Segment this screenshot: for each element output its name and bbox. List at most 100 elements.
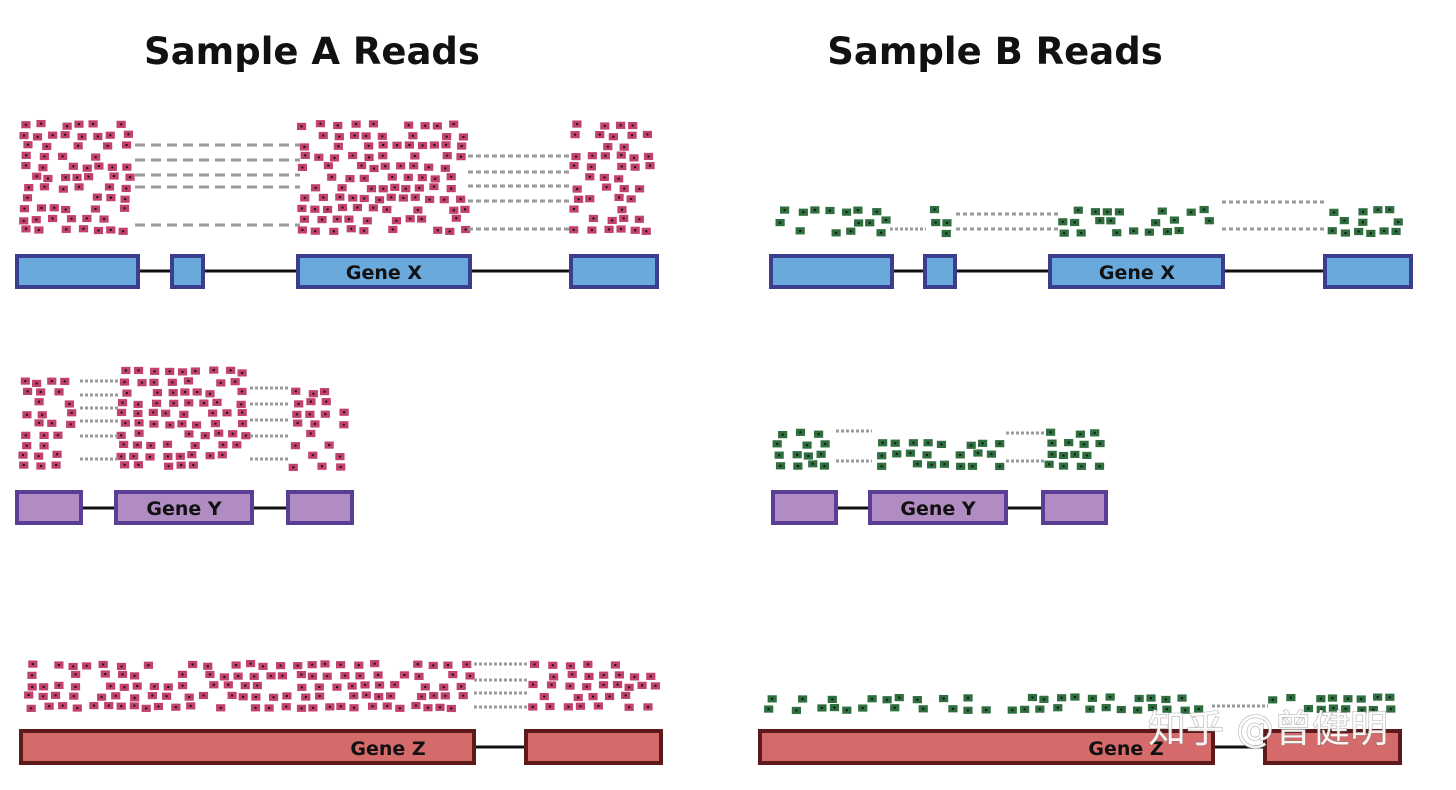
read-marker xyxy=(311,675,314,678)
read-marker xyxy=(22,454,25,457)
read-marker xyxy=(223,675,226,678)
read-marker xyxy=(318,686,321,689)
read-marker xyxy=(1099,442,1102,445)
sample-a-title: Sample A Reads xyxy=(144,30,480,73)
read-marker xyxy=(771,697,774,700)
read-marker xyxy=(152,423,155,426)
read-marker xyxy=(301,166,304,169)
read-marker xyxy=(297,402,300,405)
read-marker xyxy=(167,685,170,688)
read-marker xyxy=(620,154,623,157)
read-marker xyxy=(39,390,42,393)
read-marker xyxy=(313,208,316,211)
read-marker xyxy=(109,196,112,199)
read-marker xyxy=(187,401,190,404)
read-marker xyxy=(107,704,110,707)
read-marker xyxy=(608,695,611,698)
read-marker xyxy=(123,381,126,384)
read-marker xyxy=(183,391,186,394)
read-marker xyxy=(783,209,786,212)
read-marker xyxy=(370,187,373,190)
exon-1 xyxy=(769,254,894,289)
read-marker xyxy=(123,686,126,689)
read-marker xyxy=(348,177,351,180)
read-marker xyxy=(1319,697,1322,700)
read-marker xyxy=(121,673,124,676)
read-marker xyxy=(452,209,455,212)
read-marker xyxy=(120,434,123,437)
read-marker xyxy=(880,454,883,457)
read-marker xyxy=(240,403,243,406)
read-marker xyxy=(25,154,28,157)
read-marker xyxy=(444,143,447,146)
read-marker xyxy=(300,207,303,210)
read-marker xyxy=(96,196,99,199)
read-marker xyxy=(597,704,600,707)
read-marker xyxy=(377,673,380,676)
read-marker xyxy=(194,444,197,447)
read-marker xyxy=(323,390,326,393)
read-marker xyxy=(338,135,341,138)
read-marker xyxy=(81,135,84,138)
read-marker xyxy=(776,442,779,445)
read-marker xyxy=(1173,219,1176,222)
read-marker xyxy=(424,685,427,688)
read-marker xyxy=(366,219,369,222)
read-marker xyxy=(426,706,429,709)
read-marker xyxy=(886,698,889,701)
read-marker xyxy=(122,230,125,233)
read-marker xyxy=(381,154,384,157)
read-marker xyxy=(172,402,175,405)
read-marker xyxy=(27,694,30,697)
read-marker xyxy=(916,462,919,465)
read-marker xyxy=(343,674,346,677)
read-marker xyxy=(31,685,34,688)
read-marker xyxy=(50,422,53,425)
read-marker xyxy=(103,218,106,221)
read-marker xyxy=(352,694,355,697)
read-marker xyxy=(1165,708,1168,711)
read-marker xyxy=(108,185,111,188)
read-marker xyxy=(26,390,29,393)
read-marker xyxy=(279,664,282,667)
read-marker xyxy=(835,231,838,234)
gene-z-label: Gene Z xyxy=(1088,738,1163,760)
read-marker xyxy=(1080,231,1083,234)
read-marker xyxy=(38,400,41,403)
read-marker xyxy=(880,465,883,468)
read-marker xyxy=(109,228,112,231)
read-marker xyxy=(646,705,649,708)
read-marker xyxy=(618,196,621,199)
read-marker xyxy=(391,176,394,179)
read-marker xyxy=(575,123,578,126)
read-marker xyxy=(341,186,344,189)
read-marker xyxy=(96,135,99,138)
read-marker xyxy=(102,663,105,666)
read-marker xyxy=(1109,219,1112,222)
read-marker xyxy=(922,707,925,710)
read-marker xyxy=(229,369,232,372)
read-marker xyxy=(337,145,340,148)
read-marker xyxy=(909,452,912,455)
read-marker xyxy=(64,208,67,211)
read-marker xyxy=(1106,210,1109,213)
read-marker xyxy=(976,452,979,455)
read-marker xyxy=(281,674,284,677)
read-marker xyxy=(106,144,109,147)
read-marker xyxy=(1332,211,1335,214)
read-marker xyxy=(1376,696,1379,699)
read-marker xyxy=(1361,221,1364,224)
read-marker xyxy=(1166,230,1169,233)
read-marker xyxy=(136,443,139,446)
read-marker xyxy=(460,145,463,148)
read-marker xyxy=(831,698,834,701)
read-marker xyxy=(646,133,649,136)
read-marker xyxy=(211,412,214,415)
read-marker xyxy=(933,208,936,211)
read-marker xyxy=(124,369,127,372)
read-marker xyxy=(778,454,781,457)
read-marker xyxy=(1343,219,1346,222)
read-marker xyxy=(1164,698,1167,701)
read-marker xyxy=(1120,708,1123,711)
